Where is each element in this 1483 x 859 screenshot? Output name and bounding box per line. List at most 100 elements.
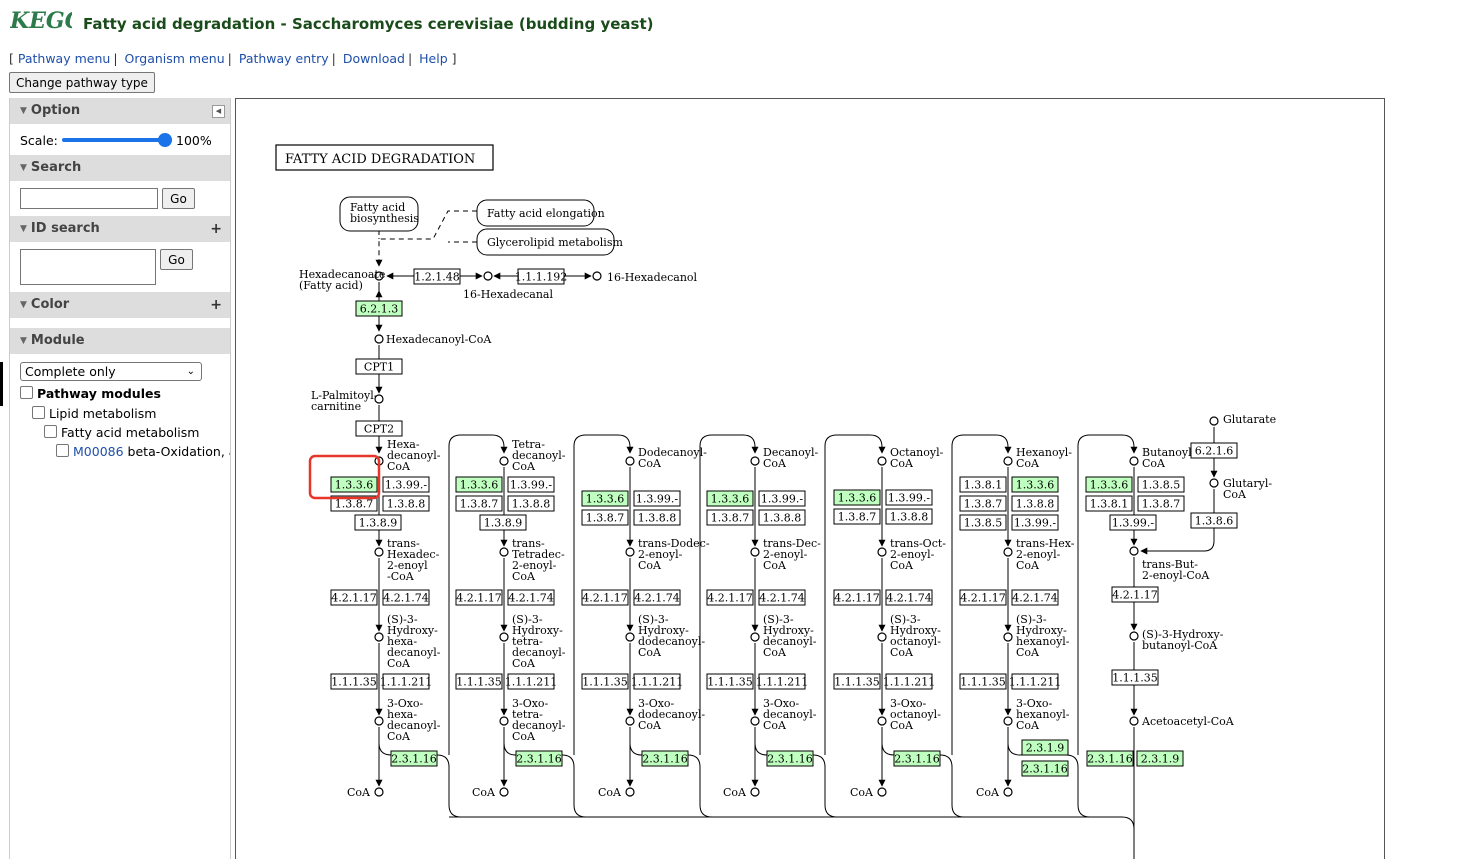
nav-pathway-entry[interactable]: Pathway entry	[238, 51, 329, 66]
compound-acyl-coa[interactable]	[1129, 456, 1139, 466]
enzyme-box[interactable]	[1021, 760, 1069, 777]
color-header[interactable]: ▼Color +	[10, 292, 230, 318]
enzyme-box[interactable]	[885, 489, 933, 506]
compound-hydroxyacyl-coa[interactable]	[877, 632, 887, 642]
enzyme-box[interactable]	[479, 514, 527, 531]
enzyme-box[interactable]	[455, 673, 503, 690]
enzyme-box[interactable]	[758, 673, 806, 690]
enzyme-box[interactable]	[766, 750, 814, 767]
compound-enoyl-coa[interactable]	[1129, 546, 1139, 556]
search-input[interactable]	[20, 188, 158, 209]
enzyme-1.3.8.7[interactable]: 1.3.8.7	[706, 509, 754, 526]
enzyme-1.3.8.6[interactable]: 1.3.8.6	[1190, 512, 1238, 529]
enzyme-1.1.1.211[interactable]: 1.1.1.211	[1009, 673, 1061, 690]
enzyme-2.3.1.16[interactable]: 2.3.1.16	[893, 750, 941, 767]
compound-oxoacyl-coa[interactable]	[374, 716, 384, 726]
enzyme-box[interactable]	[517, 268, 565, 285]
enzyme-2.3.1.9[interactable]: 2.3.1.9	[1021, 739, 1069, 756]
enzyme-box[interactable]	[455, 589, 503, 606]
enzyme-1.3.8.8[interactable]: 1.3.8.8	[885, 508, 933, 525]
enzyme-box[interactable]	[382, 495, 430, 512]
enzyme-box[interactable]	[959, 495, 1007, 512]
enzyme-box[interactable]	[507, 476, 555, 493]
enzyme-box[interactable]	[633, 490, 681, 507]
enzyme-box[interactable]	[581, 490, 629, 507]
expand-plus-icon[interactable]: +	[210, 297, 222, 313]
enzyme-6.2.1.3[interactable]: 6.2.1.3	[355, 300, 403, 317]
enzyme-box[interactable]	[641, 750, 689, 767]
enzyme-4.2.1.17[interactable]: 4.2.1.17	[581, 589, 629, 606]
enzyme-box[interactable]	[507, 589, 555, 606]
enzyme-2.3.1.16[interactable]: 2.3.1.16	[390, 750, 438, 767]
enzyme-1.1.1.35[interactable]: 1.1.1.35	[833, 673, 881, 690]
enzyme-box[interactable]	[330, 495, 378, 512]
compound-hydroxyacyl-coa[interactable]	[374, 632, 384, 642]
search-go-button[interactable]: Go	[162, 188, 195, 209]
enzyme-box[interactable]	[959, 673, 1007, 690]
enzyme-1.3.8.9[interactable]: 1.3.8.9	[479, 514, 527, 531]
enzyme-box[interactable]	[455, 495, 503, 512]
enzyme-box[interactable]	[1111, 669, 1159, 686]
checkbox[interactable]	[32, 406, 45, 419]
compound-enoyl-coa[interactable]	[877, 547, 887, 557]
enzyme-box[interactable]	[515, 750, 563, 767]
enzyme-box[interactable]	[633, 509, 681, 526]
enzyme-1.3.3.6[interactable]: 1.3.3.6	[330, 476, 378, 493]
enzyme-1.3.99.-[interactable]: 1.3.99.-	[633, 490, 681, 507]
enzyme-1.3.8.5[interactable]: 1.3.8.5	[959, 514, 1007, 531]
enzyme-1.3.8.7[interactable]: 1.3.8.7	[1137, 495, 1185, 512]
kegg-logo[interactable]: KEGG	[9, 6, 83, 44]
option-header[interactable]: ▼Option ◀	[10, 98, 230, 124]
enzyme-1.3.8.7[interactable]: 1.3.8.7	[330, 495, 378, 512]
enzyme-box[interactable]	[413, 268, 461, 285]
compound-oxoacyl-coa[interactable]	[750, 716, 760, 726]
enzyme-4.2.1.17[interactable]: 4.2.1.17	[706, 589, 754, 606]
enzyme-1.3.8.9[interactable]: 1.3.8.9	[354, 514, 402, 531]
enzyme-6.2.1.6[interactable]: 6.2.1.6	[1190, 442, 1238, 459]
enzyme-4.2.1.74[interactable]: 4.2.1.74	[507, 589, 555, 606]
enzyme-box[interactable]	[1137, 495, 1185, 512]
enzyme-4.2.1.74[interactable]: 4.2.1.74	[1011, 589, 1059, 606]
enzyme-box[interactable]	[382, 476, 430, 493]
enzyme-1.3.3.6[interactable]: 1.3.3.6	[833, 489, 881, 506]
enzyme-1.1.1.211[interactable]: 1.1.1.211	[883, 673, 935, 690]
enzyme-1.3.99.-[interactable]: 1.3.99.-	[885, 489, 933, 506]
enzyme-box[interactable]	[507, 673, 555, 690]
enzyme-cpt2[interactable]: CPT2	[355, 420, 403, 437]
enzyme-box[interactable]	[633, 589, 681, 606]
enzyme-box[interactable]	[581, 509, 629, 526]
enzyme-box[interactable]	[355, 420, 403, 437]
enzyme-1.3.3.6[interactable]: 1.3.3.6	[1085, 476, 1133, 493]
compound-enoyl-coa[interactable]	[625, 547, 635, 557]
enzyme-2.3.1.9[interactable]: 2.3.1.9	[1136, 750, 1184, 767]
enzyme-1.3.8.8[interactable]: 1.3.8.8	[633, 509, 681, 526]
enzyme-1.3.8.1[interactable]: 1.3.8.1	[1085, 495, 1133, 512]
enzyme-1.1.1.211[interactable]: 1.1.1.211	[380, 673, 432, 690]
compound-coa[interactable]	[499, 787, 509, 797]
compound-coa[interactable]	[750, 787, 760, 797]
enzyme-4.2.1.74[interactable]: 4.2.1.74	[382, 589, 430, 606]
enzyme-box[interactable]	[1111, 586, 1159, 603]
enzyme-1.3.8.8[interactable]: 1.3.8.8	[758, 509, 806, 526]
enzyme-1.3.3.6[interactable]: 1.3.3.6	[1011, 476, 1059, 493]
enzyme-box[interactable]	[1085, 476, 1133, 493]
enzyme-4.2.1.17[interactable]: 4.2.1.17	[833, 589, 881, 606]
enzyme-box[interactable]	[885, 508, 933, 525]
pathway-box[interactable]	[339, 196, 419, 232]
enzyme-box[interactable]	[833, 673, 881, 690]
id-search-header[interactable]: ▼ID search +	[10, 216, 230, 242]
enzyme-1.1.1.211[interactable]: 1.1.1.211	[631, 673, 683, 690]
enzyme-box[interactable]	[1086, 750, 1134, 767]
enzyme-4.2.1.74[interactable]: 4.2.1.74	[758, 589, 806, 606]
enzyme-box[interactable]	[455, 476, 503, 493]
enzyme-1.1.1.35[interactable]: 1.1.1.35	[1111, 669, 1159, 686]
enzyme-box[interactable]	[1011, 476, 1059, 493]
compound-enoyl-coa[interactable]	[374, 547, 384, 557]
enzyme-box[interactable]	[706, 589, 754, 606]
compound-acyl-coa[interactable]	[1003, 456, 1013, 466]
enzyme-box[interactable]	[581, 673, 629, 690]
enzyme-box[interactable]	[1011, 495, 1059, 512]
enzyme-box[interactable]	[581, 589, 629, 606]
enzyme-box[interactable]	[885, 673, 933, 690]
module-select[interactable]: Complete only ⌄	[20, 362, 202, 381]
